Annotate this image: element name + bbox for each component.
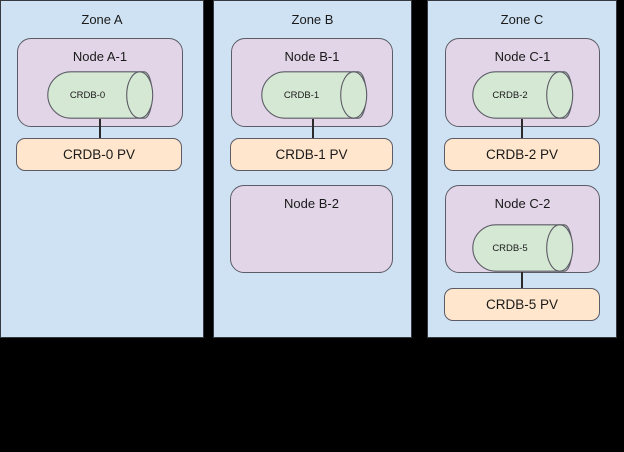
zone-title-zone-b: Zone B [291,12,334,27]
database-cylinder-node-c-1[interactable]: CRDB-2 [472,71,574,119]
connector-node-a-1 [99,119,101,139]
node-title-node-b-2: Node B-2 [284,196,339,211]
node-title-node-a-1: Node A-1 [72,49,128,64]
database-cylinder-node-a-1[interactable]: CRDB-0 [47,71,154,119]
database-cylinder-node-b-1[interactable]: CRDB-1 [261,71,368,119]
zone-title-zone-a: Zone A [81,12,123,27]
zone-title-zone-c: Zone C [500,12,544,27]
pv-box-crdb-5-pv[interactable]: CRDB-5 PV [444,288,600,321]
node-title-node-c-2: Node C-2 [494,196,551,211]
pv-box-crdb-1-pv[interactable]: CRDB-1 PV [230,138,393,171]
node-box-node-b-2[interactable]: Node B-2 [230,185,393,273]
database-cylinder-node-c-2[interactable]: CRDB-5 [472,224,574,272]
node-title-node-b-1: Node B-1 [284,49,340,64]
connector-node-b-1 [312,119,314,139]
connector-node-c-1 [521,119,523,139]
pv-box-crdb-0-pv[interactable]: CRDB-0 PV [16,138,182,171]
node-title-node-c-1: Node C-1 [494,49,551,64]
connector-node-c-2 [521,272,523,290]
pv-box-crdb-2-pv[interactable]: CRDB-2 PV [444,138,600,171]
